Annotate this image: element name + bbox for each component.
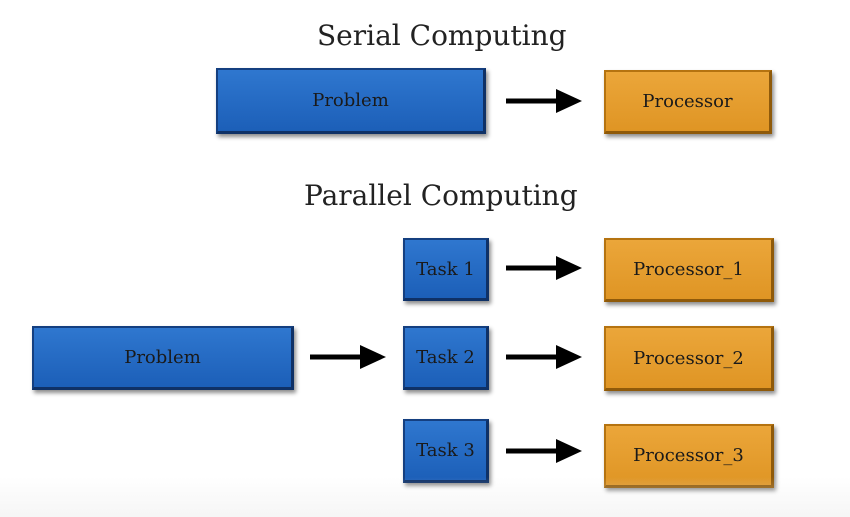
serial-problem-label: Problem [312, 90, 389, 111]
processor-2-box: Processor_2 [604, 326, 774, 391]
processor-1-box: Processor_1 [604, 238, 774, 302]
serial-computing-title: Serial Computing [317, 19, 567, 52]
processor-1-label: Processor_1 [633, 259, 744, 280]
task-2-arrow-icon [506, 345, 582, 369]
task-2-label: Task 2 [416, 347, 475, 368]
task-1-box: Task 1 [403, 238, 489, 301]
task-3-arrow-icon [506, 439, 582, 463]
serial-processor-label: Processor [642, 91, 733, 112]
parallel-computing-title: Parallel Computing [304, 179, 578, 212]
task-2-box: Task 2 [403, 326, 489, 390]
serial-arrow-icon [506, 89, 582, 113]
serial-problem-box: Problem [216, 68, 486, 134]
task-1-arrow-icon [506, 256, 582, 280]
serial-processor-box: Processor [604, 70, 772, 134]
task-1-label: Task 1 [416, 258, 475, 280]
task-3-label: Task 3 [416, 440, 475, 461]
problem-to-tasks-arrow-icon [310, 345, 386, 369]
task-3-box: Task 3 [403, 419, 489, 483]
processor-3-label: Processor_3 [633, 445, 744, 466]
parallel-problem-box: Problem [32, 326, 294, 390]
parallel-problem-label: Problem [124, 347, 201, 368]
background-watermark [0, 477, 850, 517]
processor-2-label: Processor_2 [633, 347, 744, 369]
